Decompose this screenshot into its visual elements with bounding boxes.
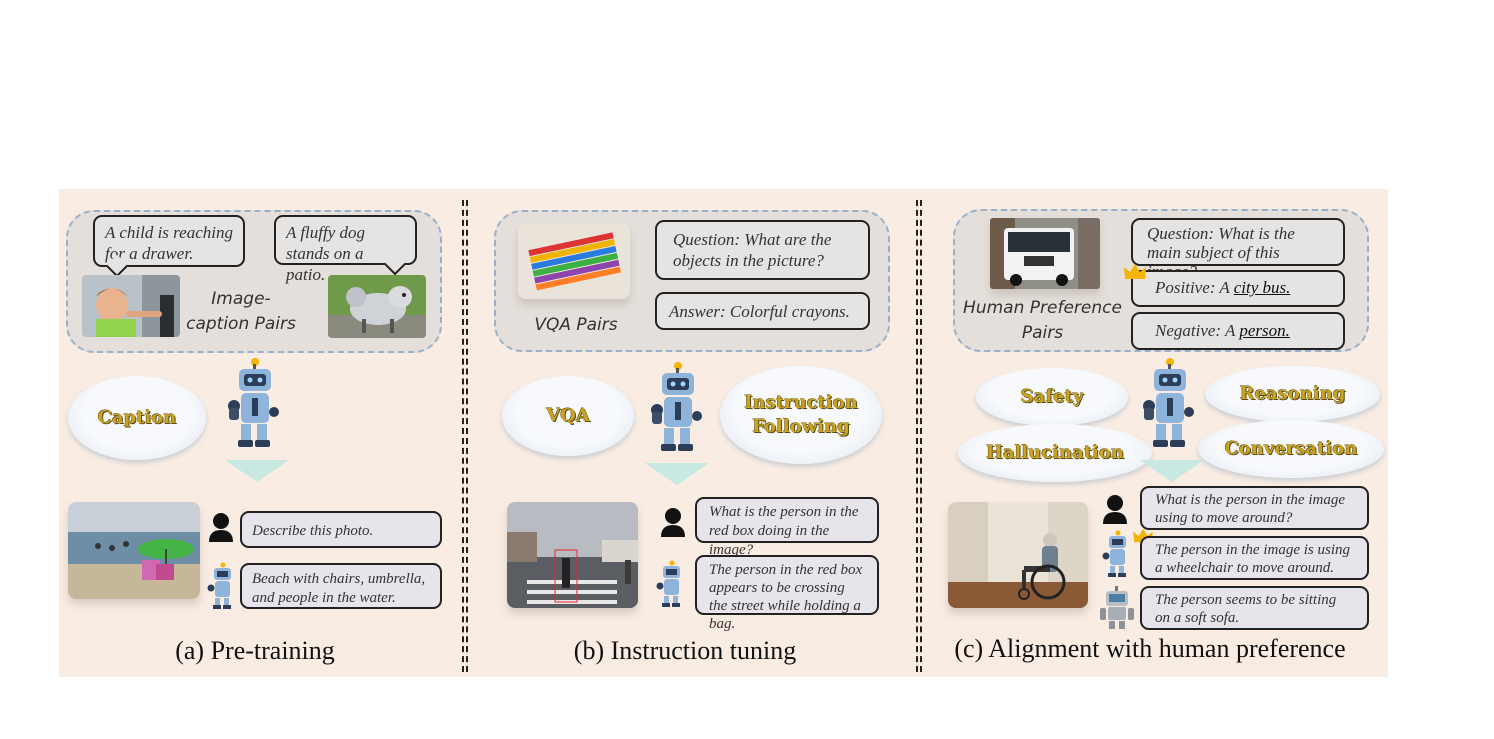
crayons-photo (518, 223, 630, 299)
bot-message-a: Beach with chairs, umbrella, and people … (240, 563, 442, 609)
caption-instruction-tuning: (b) Instruction tuning (573, 636, 797, 665)
robot-icon (1102, 530, 1132, 578)
image-caption-pairs-label: Image-caption Pairs (186, 289, 296, 334)
caption-bubble-child-text: A child is reaching for a drawer. (105, 223, 233, 263)
robot-icon (225, 356, 281, 448)
crown-icon (1123, 263, 1147, 281)
negative-bubble: Negative: A person. (1131, 312, 1345, 350)
bot-message-b: The person in the red box appears to be … (695, 555, 879, 632)
down-arrow (645, 463, 709, 485)
bad-message-c: The person seems to be sitting on a soft… (1140, 586, 1369, 630)
vqa-pairs-label: VQA Pairs (534, 315, 618, 335)
robot-icon (1140, 356, 1196, 448)
beach-photo (68, 502, 200, 599)
caption-bubble-child: A child is reaching for a drawer. (93, 215, 245, 278)
wheelchair-photo (948, 502, 1088, 608)
tag-caption-text: Caption (97, 407, 177, 428)
tag-safety: Safety (976, 368, 1128, 426)
positive-bubble: Positive: A city bus. (1131, 270, 1345, 307)
caption-alignment: (c) Alignment with human preference (954, 634, 1346, 663)
user-icon (660, 507, 686, 537)
divider-left (462, 200, 468, 672)
user-message-c: What is the person in the image using to… (1140, 486, 1369, 530)
tag-hallucination: Hallucination (958, 424, 1152, 482)
tag-hallucination-text: Hallucination (985, 442, 1125, 463)
caption-bubble-dog: A fluffy dog stands on a patio. (274, 215, 417, 284)
user-icon (208, 512, 234, 542)
tag-instruction-following: Instruction Following (720, 366, 882, 464)
answer-bubble-b: Answer: Colorful crayons. (655, 292, 870, 330)
tag-vqa-text: VQA (546, 405, 590, 426)
question-bubble-b: Question: What are the objects in the pi… (655, 220, 870, 280)
divider-right (916, 200, 922, 672)
tag-safety-text: Safety (1020, 386, 1084, 407)
dog-photo (328, 275, 426, 338)
tag-reasoning: Reasoning (1205, 366, 1380, 422)
bus-photo (990, 218, 1100, 289)
negative-word: person. (1239, 321, 1290, 340)
caption-bubble-dog-text: A fluffy dog stands on a patio. (286, 223, 366, 284)
tag-instruction-following-text: Instruction Following (744, 392, 858, 437)
tag-conversation-text: Conversation (1224, 438, 1358, 459)
robot-icon (207, 562, 237, 610)
tag-reasoning-text: Reasoning (1239, 383, 1346, 404)
child-photo (82, 275, 180, 337)
question-bubble-c: Question: What is the main subject of th… (1131, 218, 1345, 281)
tag-vqa: VQA (502, 376, 634, 456)
good-message-c: The person in the image is using a wheel… (1140, 536, 1369, 580)
user-message-b: What is the person in the red box doing … (695, 497, 879, 558)
robot-icon (648, 360, 704, 452)
gray-robot-icon (1098, 586, 1136, 630)
positive-prefix: Positive: A (1155, 278, 1234, 297)
positive-word: city bus. (1233, 278, 1291, 297)
tag-caption: Caption (68, 376, 206, 460)
down-arrow (225, 460, 289, 482)
caption-pretraining: (a) Pre-training (175, 636, 335, 665)
human-preference-pairs-label: Human Preference Pairs (963, 298, 1122, 343)
user-icon (1102, 494, 1128, 524)
user-message-a: Describe this photo. (240, 511, 442, 548)
down-arrow (1140, 460, 1204, 482)
street-photo (507, 502, 638, 608)
tag-conversation: Conversation (1198, 420, 1384, 478)
robot-icon (656, 560, 686, 608)
negative-prefix: Negative: A (1155, 321, 1240, 340)
